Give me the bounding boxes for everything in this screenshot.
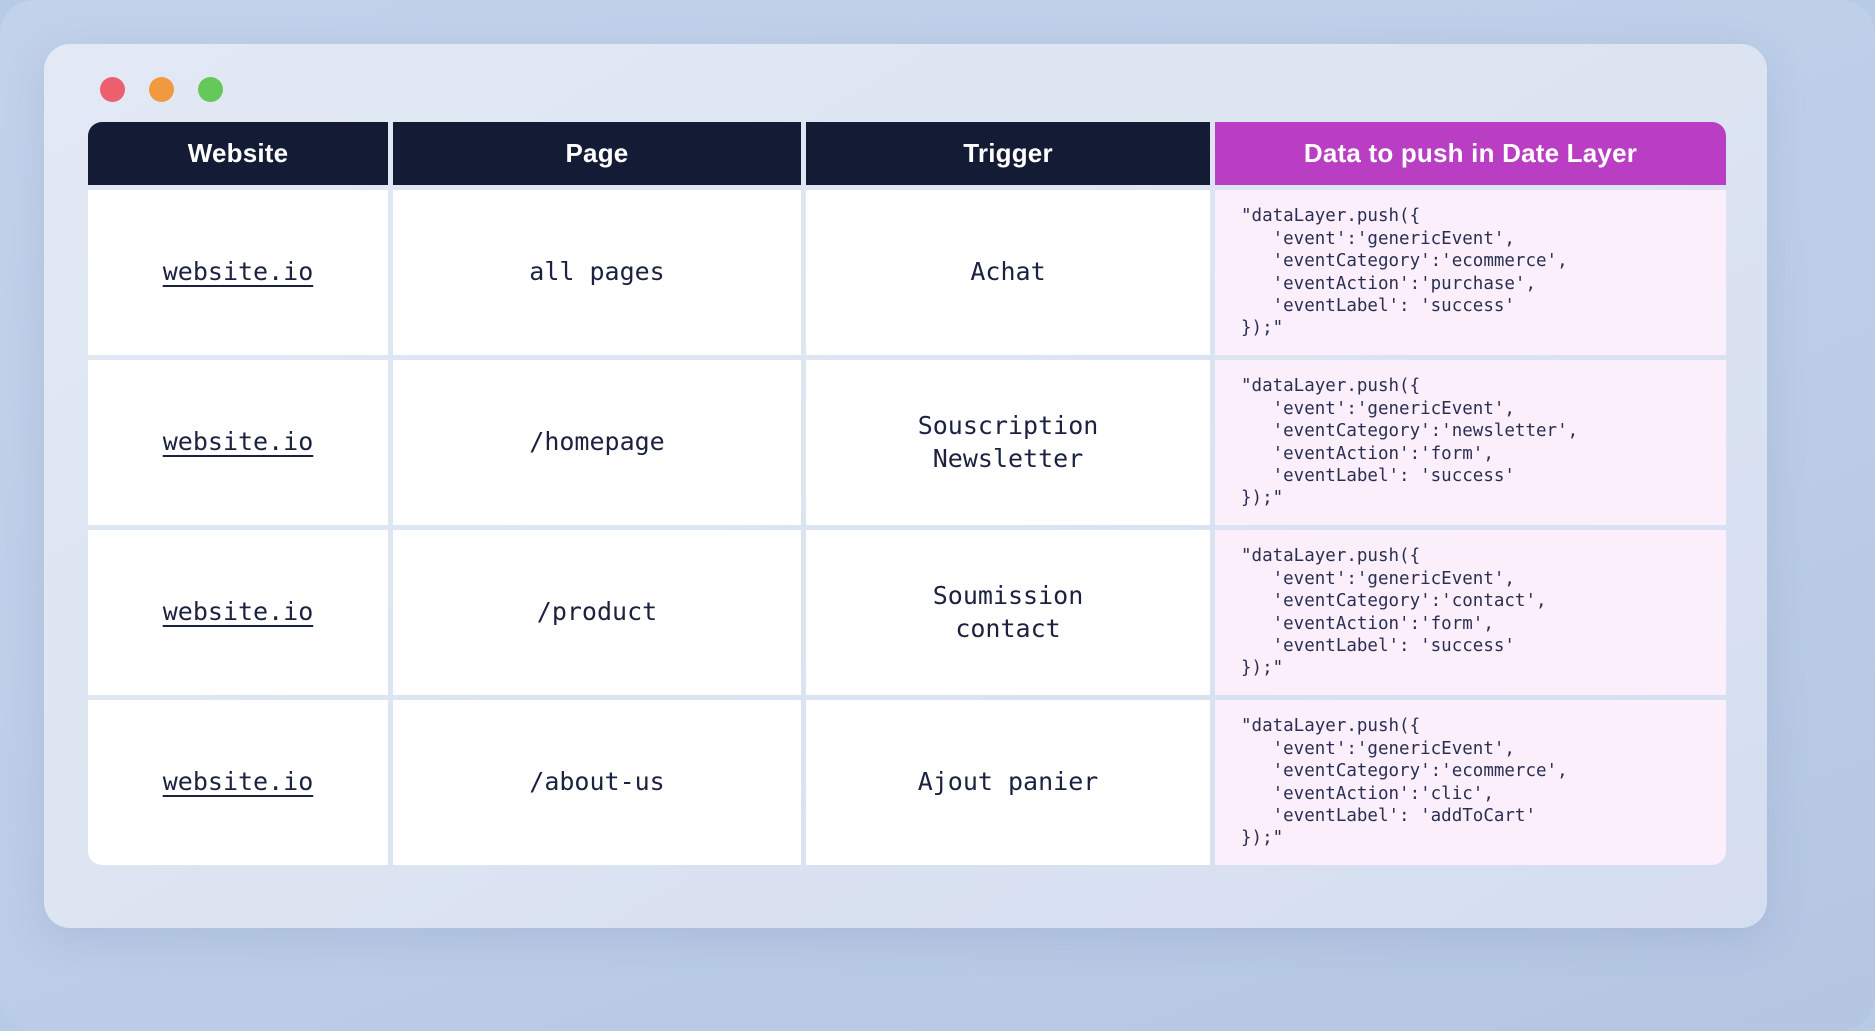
cell-data-to-push: "dataLayer.push({ 'event':'genericEvent'… <box>1215 530 1726 695</box>
maximize-window-button[interactable] <box>198 77 223 102</box>
datalayer-code-snippet: "dataLayer.push({ 'event':'genericEvent'… <box>1241 716 1568 849</box>
column-header-website: Website <box>88 122 388 185</box>
website-link[interactable]: website.io <box>162 597 314 627</box>
cell-data-to-push: "dataLayer.push({ 'event':'genericEvent'… <box>1215 700 1726 865</box>
column-header-page: Page <box>393 122 801 185</box>
cell-trigger: Souscription Newsletter <box>806 360 1210 525</box>
datalayer-code-snippet: "dataLayer.push({ 'event':'genericEvent'… <box>1241 206 1568 339</box>
cell-page: all pages <box>393 190 801 355</box>
table-row: website.io /about-us Ajout panier "dataL… <box>88 700 1726 865</box>
column-header-trigger: Trigger <box>806 122 1210 185</box>
trigger-label: Souscription Newsletter <box>917 411 1099 473</box>
datalayer-code-snippet: "dataLayer.push({ 'event':'genericEvent'… <box>1241 546 1547 679</box>
trigger-label: Achat <box>970 257 1046 287</box>
trigger-label: Soumission contact <box>932 581 1084 643</box>
window-controls <box>100 77 223 102</box>
cell-website: website.io <box>88 530 388 695</box>
cell-trigger: Achat <box>806 190 1210 355</box>
cell-trigger: Ajout panier <box>806 700 1210 865</box>
trigger-label: Ajout panier <box>917 767 1099 797</box>
table-row: website.io /homepage Souscription Newsle… <box>88 360 1726 525</box>
website-link[interactable]: website.io <box>162 427 314 457</box>
website-link[interactable]: website.io <box>162 257 314 287</box>
cell-page: /homepage <box>393 360 801 525</box>
close-window-button[interactable] <box>100 77 125 102</box>
cell-website: website.io <box>88 190 388 355</box>
table-header-row: Website Page Trigger Data to push in Dat… <box>88 122 1726 185</box>
cell-data-to-push: "dataLayer.push({ 'event':'genericEvent'… <box>1215 360 1726 525</box>
cell-trigger: Soumission contact <box>806 530 1210 695</box>
cell-data-to-push: "dataLayer.push({ 'event':'genericEvent'… <box>1215 190 1726 355</box>
table-row: website.io all pages Achat "dataLayer.pu… <box>88 190 1726 355</box>
column-header-data-to-push: Data to push in Date Layer <box>1215 122 1726 185</box>
website-link[interactable]: website.io <box>162 767 314 797</box>
minimize-window-button[interactable] <box>149 77 174 102</box>
datalayer-code-snippet: "dataLayer.push({ 'event':'genericEvent'… <box>1241 376 1579 509</box>
cell-page: /product <box>393 530 801 695</box>
cell-website: website.io <box>88 700 388 865</box>
browser-window: Website Page Trigger Data to push in Dat… <box>44 44 1767 928</box>
cell-page: /about-us <box>393 700 801 865</box>
table-row: website.io /product Soumission contact "… <box>88 530 1726 695</box>
datalayer-table: Website Page Trigger Data to push in Dat… <box>88 122 1726 865</box>
cell-website: website.io <box>88 360 388 525</box>
